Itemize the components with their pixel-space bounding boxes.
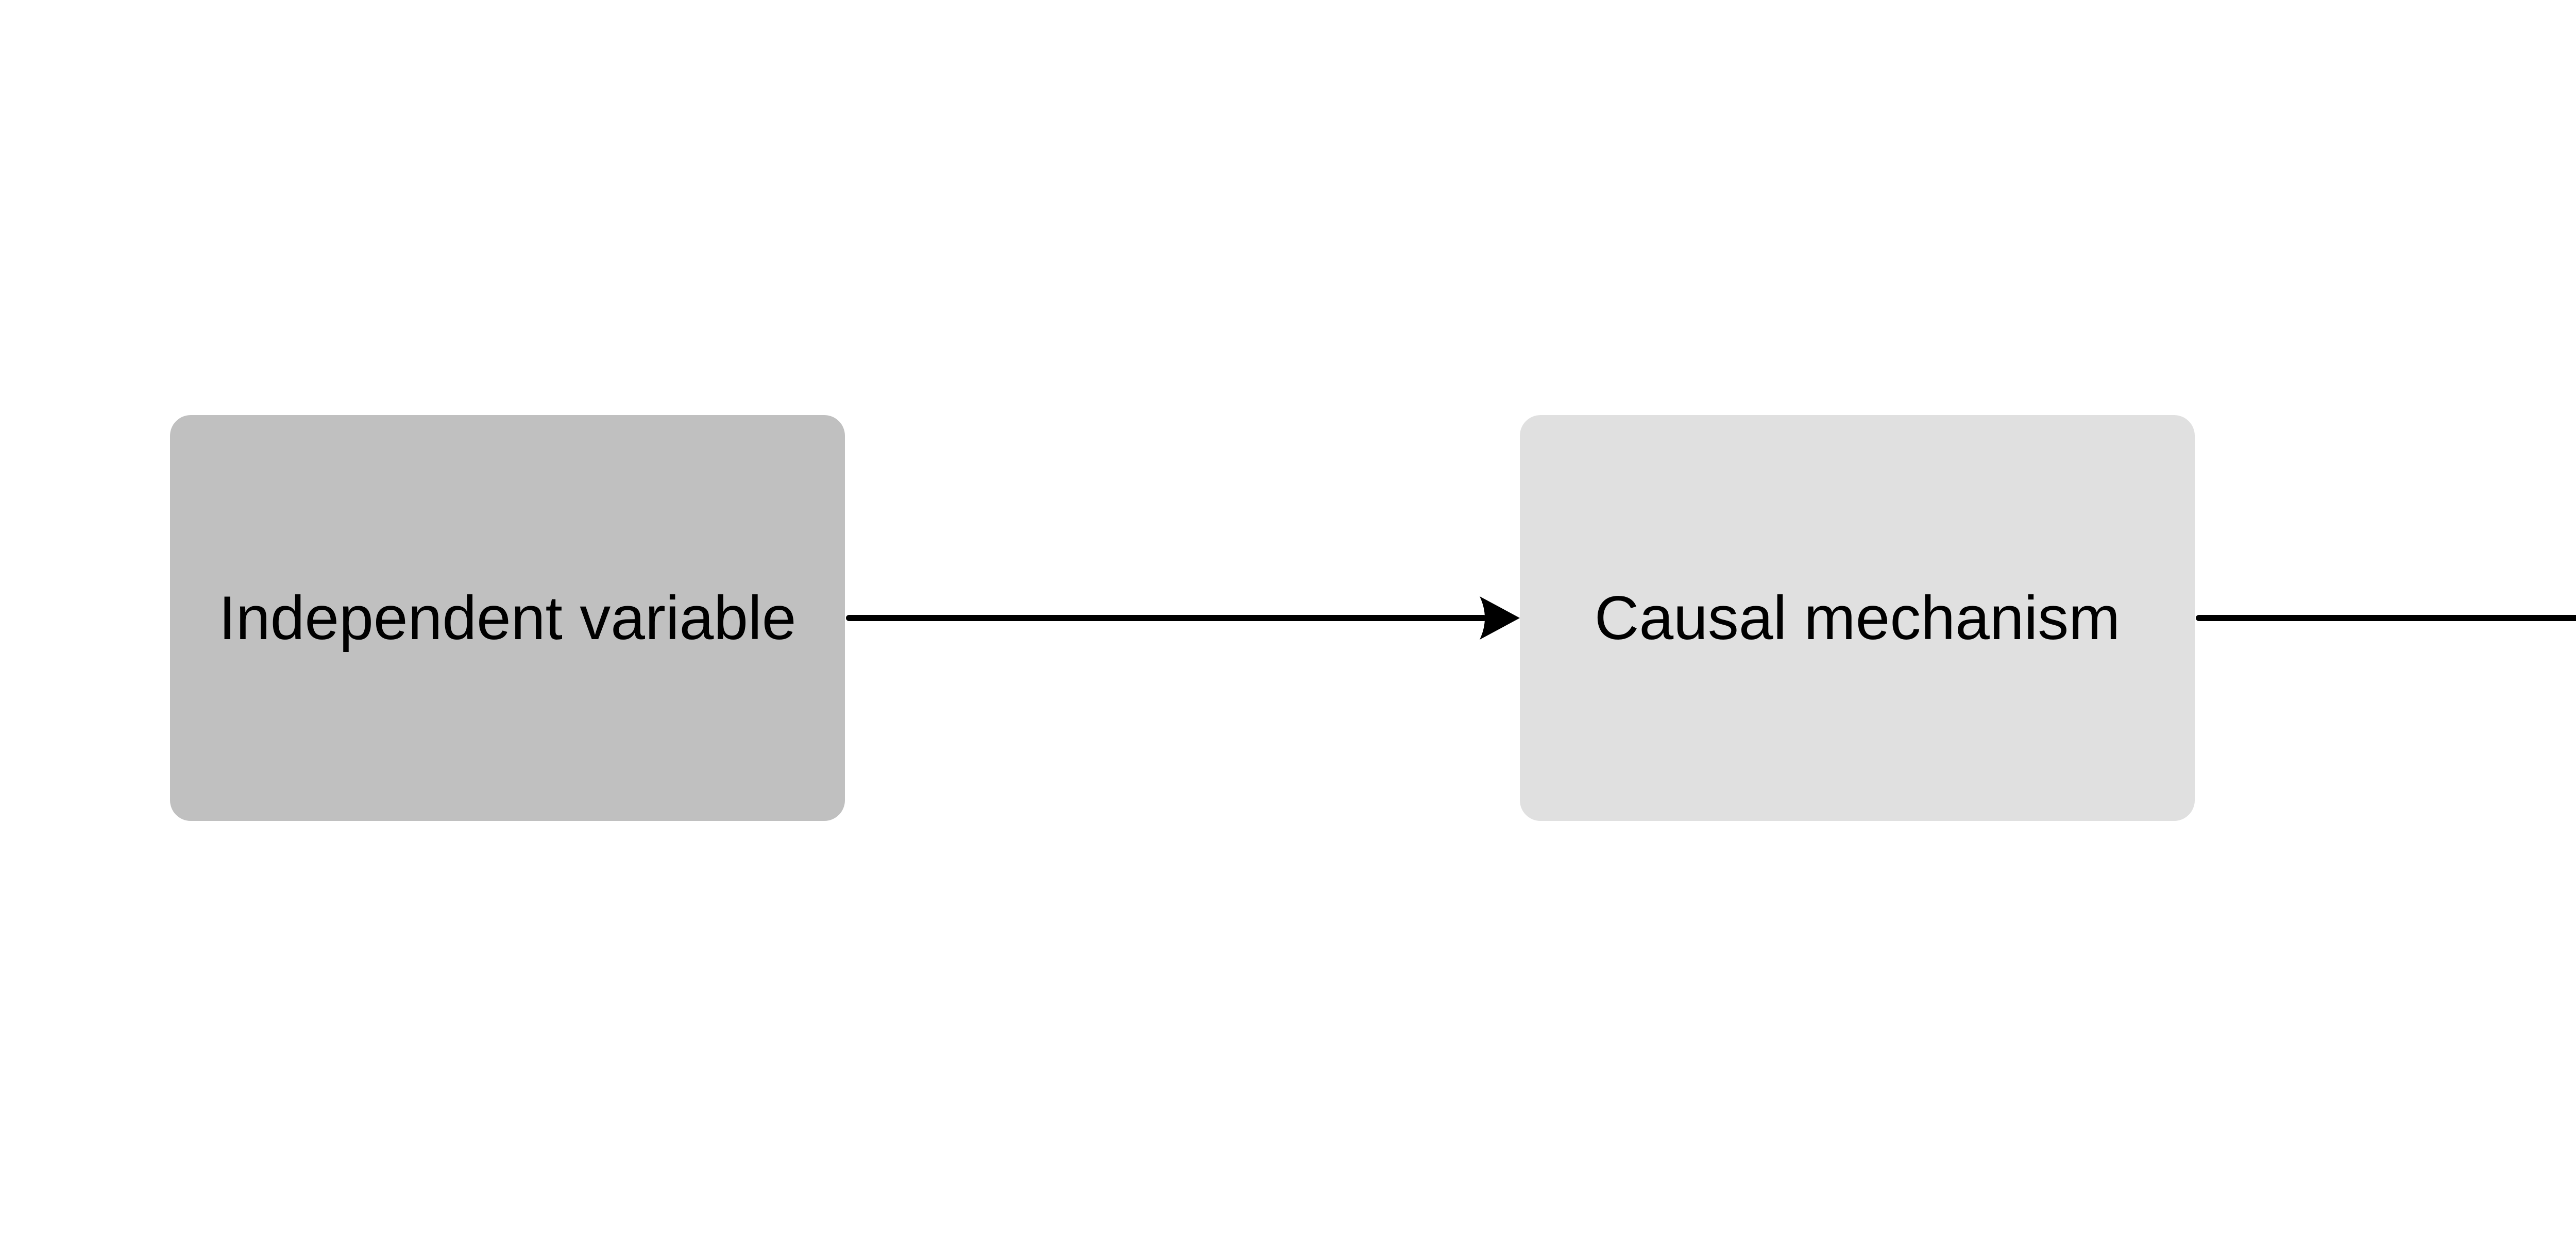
edge-independent-to-mechanism [846,596,1520,640]
arrowhead-right-icon [1480,596,1520,640]
node-causal-mechanism-label: Causal mechanism [1594,583,2121,653]
node-causal-mechanism: Causal mechanism [1520,415,2195,821]
node-independent-variable-label: Independent variable [218,583,796,653]
node-independent-variable: Independent variable [170,415,845,821]
edge-mechanism-to-dependent [2196,615,2576,621]
